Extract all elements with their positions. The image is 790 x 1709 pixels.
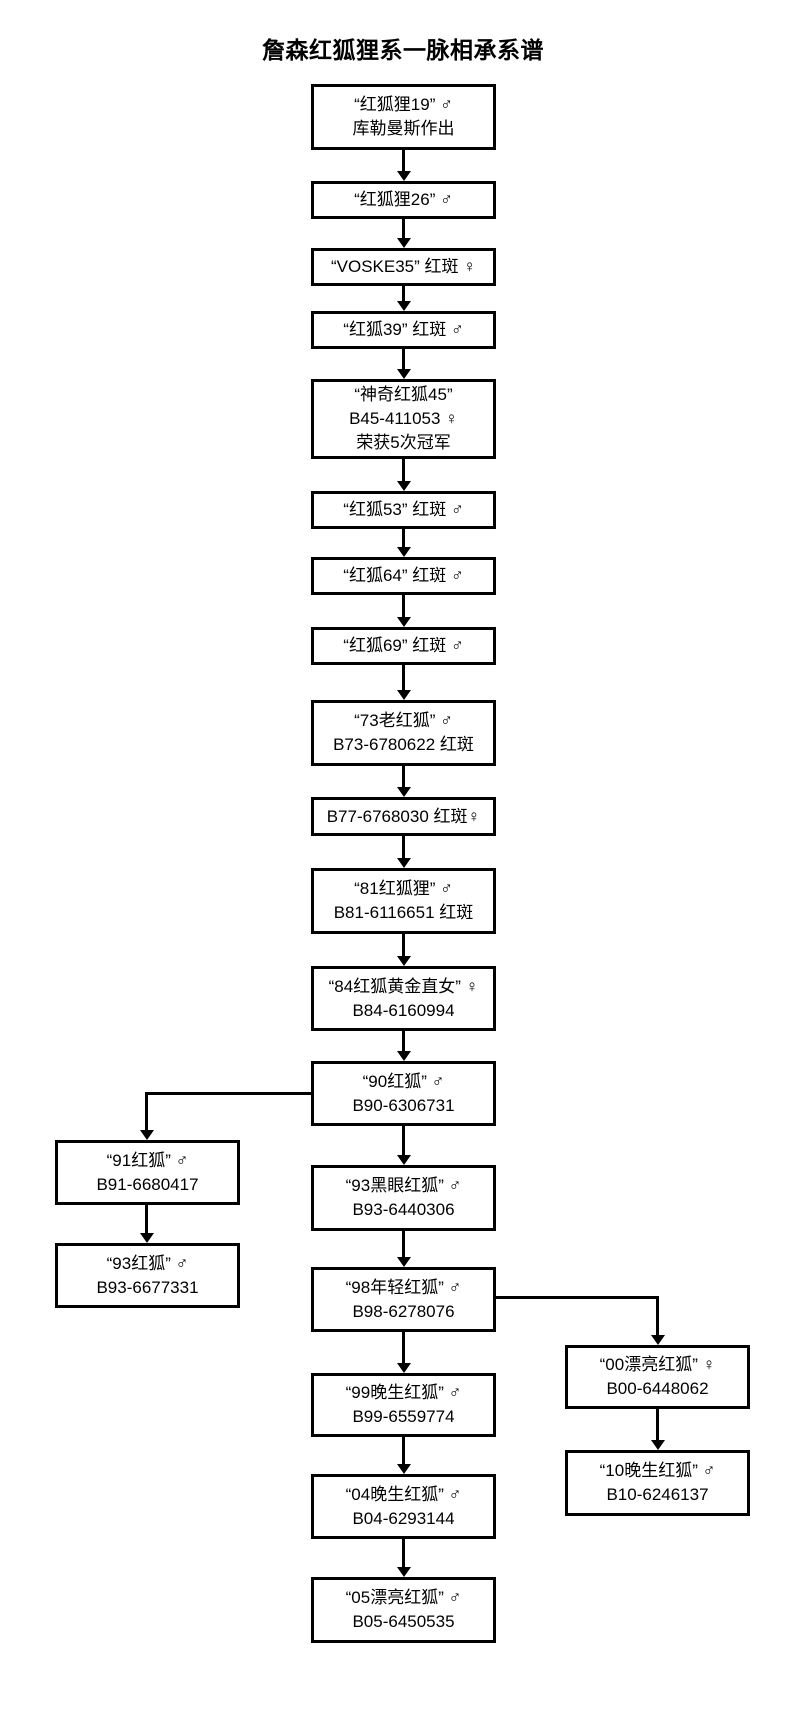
node-red-fox-69: “红狐69” 红斑 ♂ — [311, 627, 496, 665]
pigeon-name-line: “91红狐” ♂ — [106, 1150, 189, 1170]
flow-arrow-down — [656, 1409, 659, 1440]
ring-number-line: B84-6160994 — [352, 1000, 455, 1020]
ring-number-line: B93-6677331 — [96, 1277, 199, 1297]
pigeon-name-line: “84红狐黄金直女” ♀ — [328, 976, 479, 996]
flow-arrow-down — [402, 529, 405, 547]
pigeon-name-line: “93红狐” ♂ — [106, 1253, 189, 1273]
node-late-red-fox-10: “10晚生红狐” ♂ B10-6246137 — [565, 1450, 750, 1516]
ring-number-line: B93-6440306 — [352, 1200, 455, 1219]
branch-line-horizontal-left — [145, 1092, 311, 1095]
node-pretty-red-fox-00: “00漂亮红狐” ♀ B00-6448062 — [565, 1345, 750, 1409]
node-late-red-fox-99: “99晚生红狐” ♂ B99-6559774 — [311, 1373, 496, 1437]
flow-arrow-down — [402, 1332, 405, 1363]
pigeon-name-line: “81红狐狸” ♂ — [354, 879, 453, 898]
ring-number-line: B00-6448062 — [606, 1379, 709, 1398]
node-pretty-red-fox-05: “05漂亮红狐” ♂ B05-6450535 — [311, 1577, 496, 1643]
node-red-fox-19: “红狐狸19” ♂ 库勒曼斯作出 — [311, 84, 496, 150]
pigeon-name-line: “红狐53” 红斑 ♂ — [343, 500, 464, 519]
flow-arrow-down — [402, 286, 405, 301]
ring-number-line: B90-6306731 — [352, 1095, 455, 1115]
pigeon-name-line: “05漂亮红狐” ♂ — [345, 1588, 462, 1607]
flow-arrow-down — [402, 459, 405, 481]
ring-number-line: B77-6768030 红斑♀ — [326, 806, 481, 826]
flow-arrow-down — [402, 665, 405, 690]
node-red-fox-93: “93红狐” ♂ B93-6677331 — [55, 1243, 240, 1308]
achievement-line: 荣获5次冠军 — [356, 433, 451, 452]
node-red-fox-81: “81红狐狸” ♂ B81-6116651 红斑 — [311, 868, 496, 934]
flow-arrow-down — [402, 1126, 405, 1155]
flow-arrow-down — [402, 1031, 405, 1051]
node-magic-red-fox-45: “神奇红狐45” B45-411053 ♀ 荣获5次冠军 — [311, 379, 496, 459]
breeder-line: 库勒曼斯作出 — [352, 119, 455, 138]
ring-number-line: B99-6559774 — [352, 1407, 455, 1426]
ring-number-line: B45-411053 ♀ — [349, 409, 458, 428]
pigeon-name-line: “VOSKE35” 红斑 ♀ — [330, 257, 476, 276]
pigeon-name-line: “红狐狸19” ♂ — [354, 95, 453, 114]
node-red-fox-53: “红狐53” 红斑 ♂ — [311, 491, 496, 529]
pigeon-name-line: “93黑眼红狐” ♂ — [345, 1176, 462, 1195]
flow-arrow-down — [402, 150, 405, 171]
branch-arrow-down-left — [145, 1092, 148, 1130]
ring-number-line: B98-6278076 — [352, 1301, 455, 1321]
pigeon-name-line: “04晚生红狐” ♂ — [345, 1484, 462, 1504]
pigeon-name-line: “红狐39” 红斑 ♂ — [343, 320, 464, 339]
ring-number-line: B10-6246137 — [606, 1485, 709, 1504]
page-title: 詹森红狐狸系一脉相承系谱 — [262, 37, 544, 63]
node-old-red-fox-73: “73老红狐” ♂ B73-6780622 红斑 — [311, 700, 496, 766]
pigeon-name-line: “红狐64” 红斑 ♂ — [343, 566, 464, 585]
node-red-fox-64: “红狐64” 红斑 ♂ — [311, 557, 496, 595]
flow-arrow-down — [402, 219, 405, 238]
pigeon-name-line: “00漂亮红狐” ♀ — [599, 1355, 716, 1374]
node-hen-b77-6768030: B77-6768030 红斑♀ — [311, 797, 496, 836]
node-red-fox-39: “红狐39” 红斑 ♂ — [311, 311, 496, 349]
flow-arrow-down — [402, 766, 405, 787]
flow-arrow-down — [402, 1231, 405, 1257]
ring-number-line: B91-6680417 — [96, 1174, 199, 1194]
pigeon-name-line: “红狐69” 红斑 ♂ — [343, 636, 464, 655]
pigeon-name-line: “90红狐” ♂ — [362, 1071, 445, 1091]
pigeon-name-line: “73老红狐” ♂ — [354, 711, 453, 730]
pigeon-name-line: “红狐狸26” ♂ — [354, 190, 453, 209]
pigeon-name-line: “10晚生红狐” ♂ — [599, 1461, 716, 1480]
ring-number-line: B04-6293144 — [352, 1508, 455, 1528]
branch-line-horizontal-right — [496, 1296, 659, 1299]
flow-arrow-down — [402, 934, 405, 956]
ring-number-line: B81-6116651 红斑 — [333, 903, 474, 922]
node-black-eyed-red-fox-93: “93黑眼红狐” ♂ B93-6440306 — [311, 1165, 496, 1231]
ring-number-line: B05-6450535 — [352, 1612, 455, 1631]
flow-arrow-down — [402, 1539, 405, 1567]
pigeon-name-line: “98年轻红狐” ♂ — [345, 1277, 462, 1297]
node-golden-daughter-84: “84红狐黄金直女” ♀ B84-6160994 — [311, 966, 496, 1031]
branch-arrow-down-right — [656, 1296, 659, 1335]
node-red-fox-26: “红狐狸26” ♂ — [311, 181, 496, 219]
flow-arrow-down — [402, 1437, 405, 1464]
pigeon-name-line: “神奇红狐45” — [354, 385, 453, 404]
node-young-red-fox-98: “98年轻红狐” ♂ B98-6278076 — [311, 1267, 496, 1332]
node-late-red-fox-04: “04晚生红狐” ♂ B04-6293144 — [311, 1474, 496, 1539]
flow-arrow-down — [402, 595, 405, 617]
pigeon-name-line: “99晚生红狐” ♂ — [345, 1383, 462, 1402]
node-red-fox-91: “91红狐” ♂ B91-6680417 — [55, 1140, 240, 1205]
flow-arrow-down — [145, 1205, 148, 1233]
flow-arrow-down — [402, 349, 405, 369]
node-red-fox-90: “90红狐” ♂ B90-6306731 — [311, 1061, 496, 1126]
node-voske-35: “VOSKE35” 红斑 ♀ — [311, 248, 496, 286]
flow-arrow-down — [402, 836, 405, 858]
ring-number-line: B73-6780622 红斑 — [333, 735, 474, 754]
